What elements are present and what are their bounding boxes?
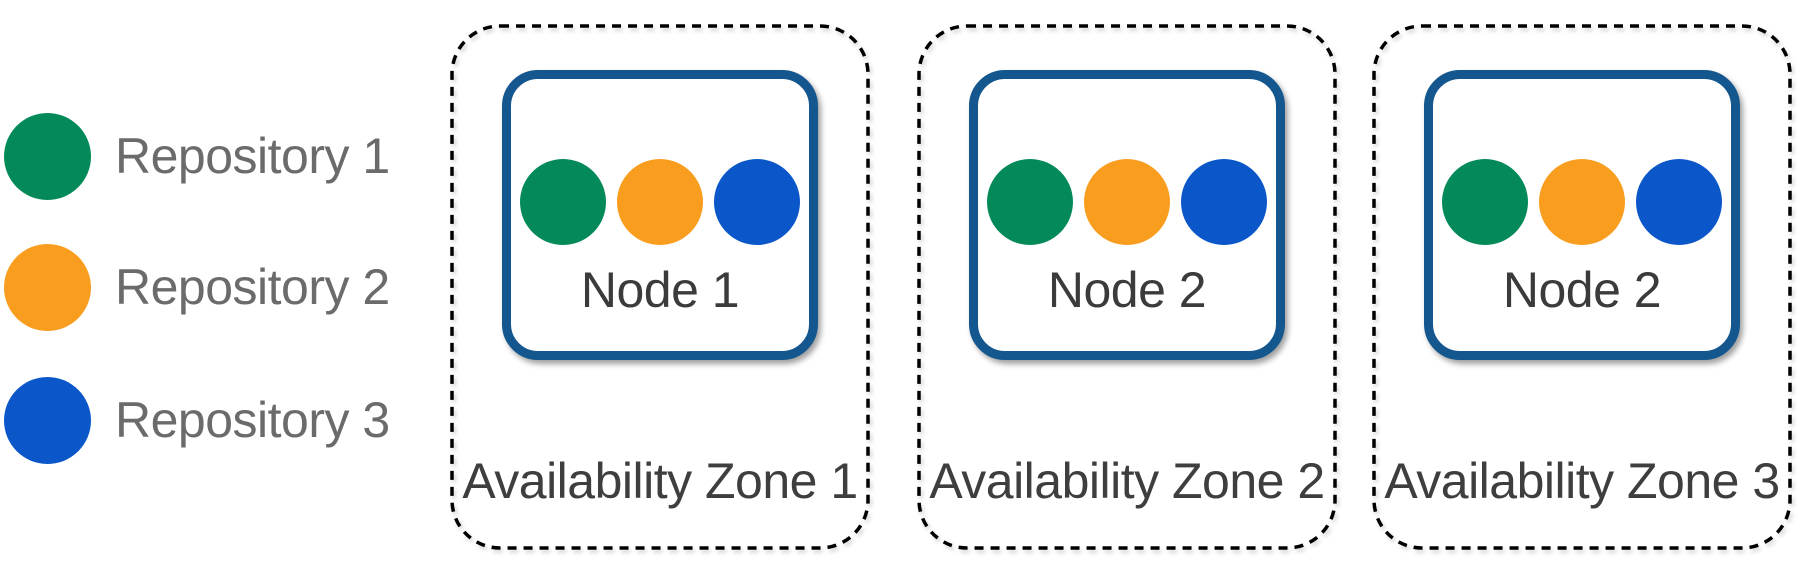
node-label: Node 2 (1502, 262, 1662, 318)
node-repositories (511, 159, 809, 245)
zone-dashed-border (1372, 24, 1792, 550)
repository-2-dot-icon (1539, 159, 1625, 245)
zone-label: Availability Zone 2 (929, 453, 1325, 509)
node-box: Node 1 (502, 70, 818, 360)
repository-1-dot-icon (987, 159, 1073, 245)
repository-3-dot-icon (1636, 159, 1722, 245)
zone-label: Availability Zone 3 (1384, 453, 1780, 509)
availability-zone-3: Node 2 Availability Zone 3 (1372, 24, 1792, 550)
repository-2-dot-icon (617, 159, 703, 245)
repository-3-dot-icon (714, 159, 800, 245)
legend-label: Repository 2 (115, 259, 390, 315)
repository-1-dot-icon (4, 112, 91, 200)
node-repositories (978, 159, 1276, 245)
repository-3-dot-icon (4, 376, 91, 464)
node-repositories (1433, 159, 1731, 245)
node-label: Node 1 (580, 262, 740, 318)
repository-1-dot-icon (1442, 159, 1528, 245)
node-label: Node 2 (1047, 262, 1207, 318)
zone-dashed-border (450, 24, 870, 550)
node-box: Node 2 (1424, 70, 1740, 360)
availability-zone-1: Node 1 Availability Zone 1 (450, 24, 870, 550)
node-box: Node 2 (969, 70, 1285, 360)
availability-zone-2: Node 2 Availability Zone 2 (917, 24, 1337, 550)
zone-dashed-border (917, 24, 1337, 550)
zone-label: Availability Zone 1 (462, 453, 858, 509)
repository-1-dot-icon (520, 159, 606, 245)
legend-item-repository-3: Repository 3 (4, 376, 390, 464)
legend-item-repository-2: Repository 2 (4, 243, 390, 331)
legend-label: Repository 3 (115, 392, 390, 448)
repository-2-dot-icon (4, 243, 91, 331)
repository-2-dot-icon (1084, 159, 1170, 245)
legend-item-repository-1: Repository 1 (4, 112, 390, 200)
repository-3-dot-icon (1181, 159, 1267, 245)
legend-label: Repository 1 (115, 128, 390, 184)
